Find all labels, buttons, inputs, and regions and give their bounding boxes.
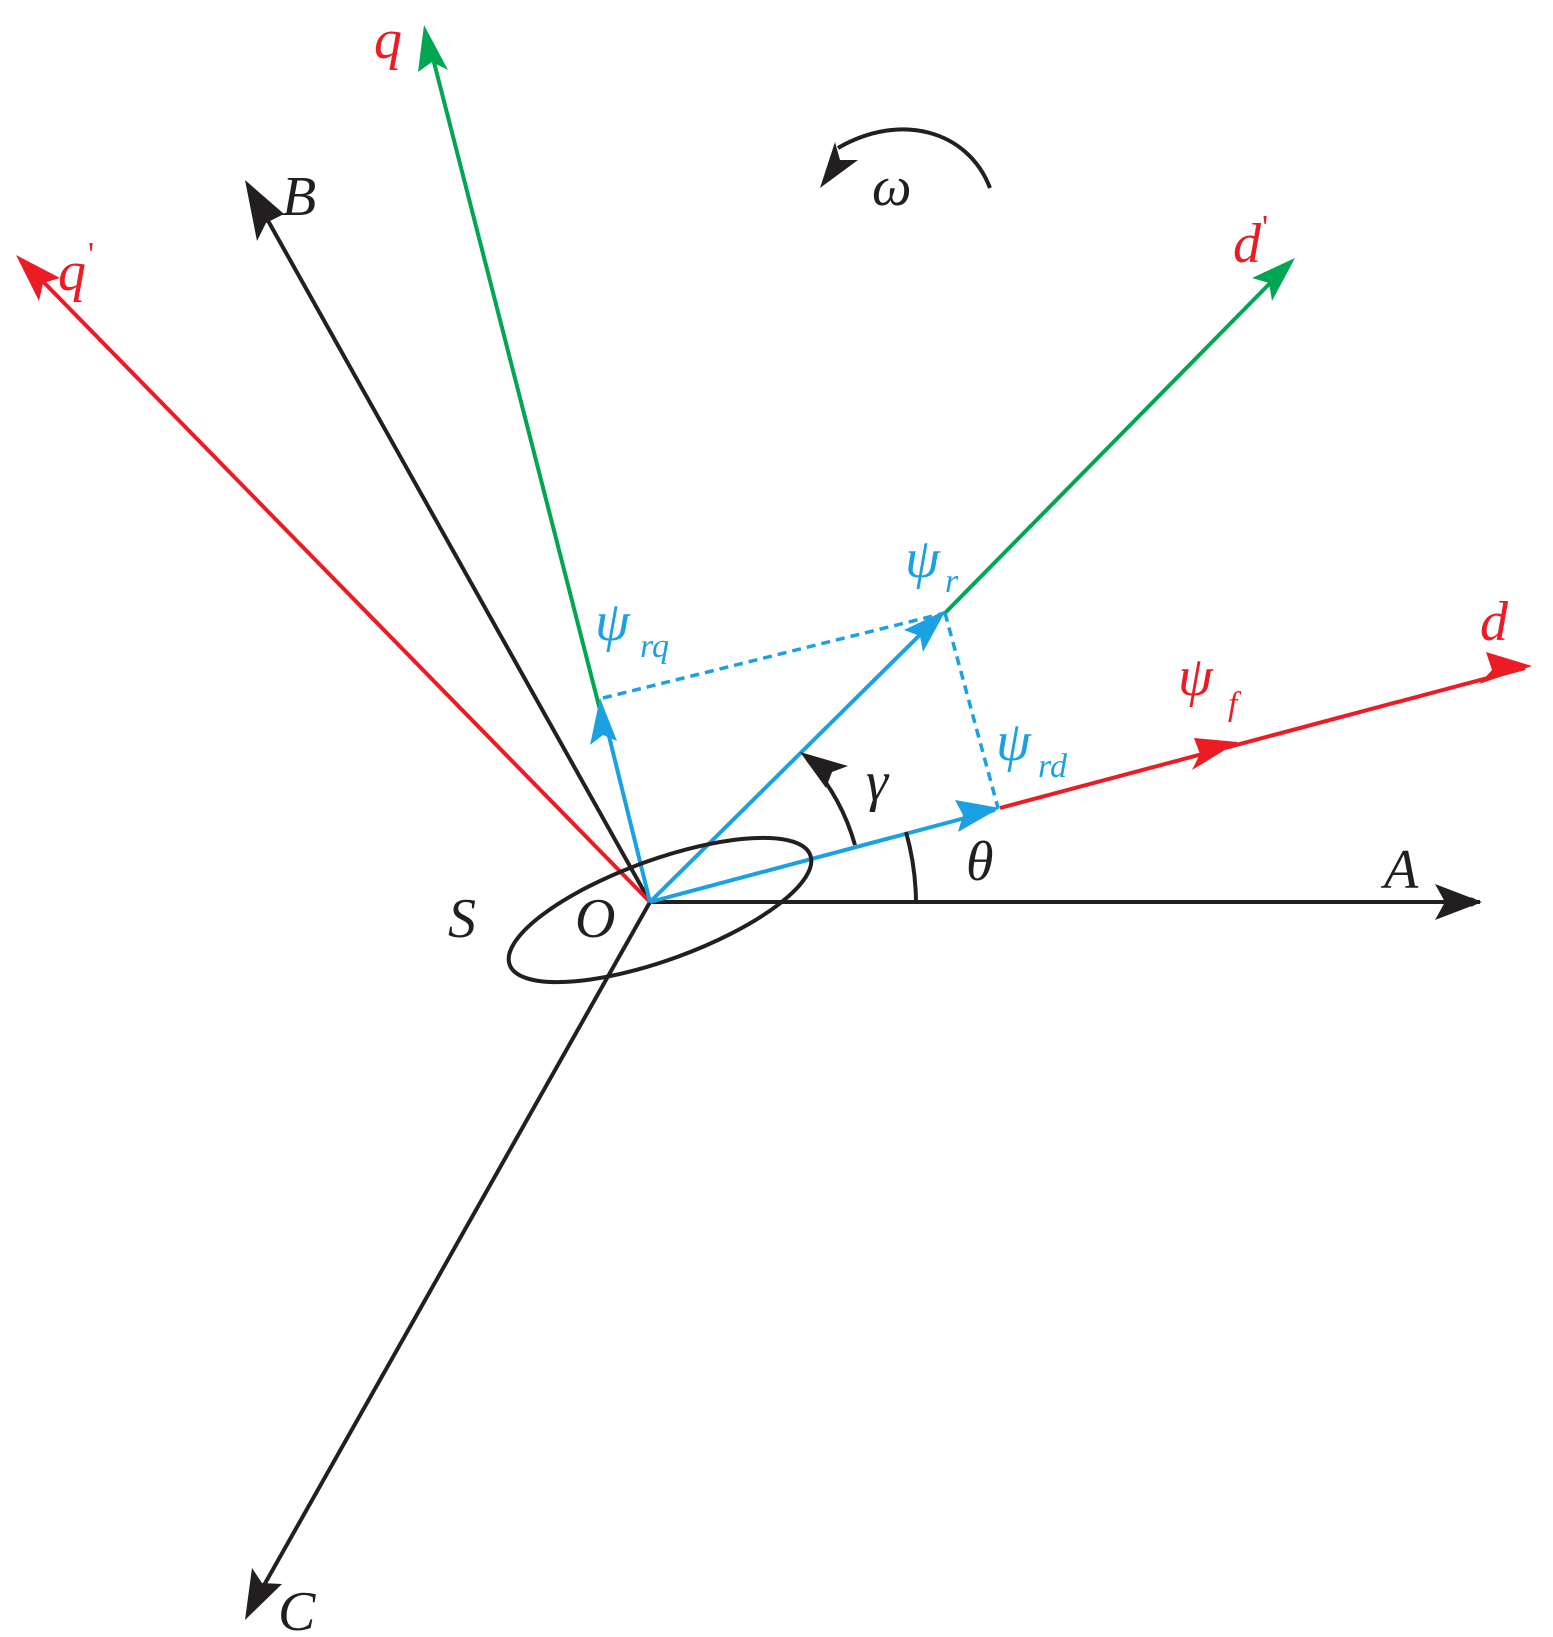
psi-rq-arrowhead [590, 698, 617, 745]
label-q-prime: q [58, 241, 86, 303]
label-q: q [374, 9, 402, 71]
psi-r-vector [648, 613, 942, 904]
label-d: d [1480, 591, 1509, 653]
label-omega: ω [872, 156, 912, 218]
axis-c-arrowhead [245, 1568, 282, 1620]
label-q-prime-mark: ' [88, 236, 94, 273]
omega-arrowhead [820, 142, 858, 188]
label-psi-r-sub: r [945, 563, 959, 600]
projection-q-dashed [602, 611, 946, 700]
label-psi-f-sub: f [1228, 686, 1242, 723]
gamma-arrowhead [800, 752, 848, 788]
psi-r-arrowhead [904, 610, 946, 652]
label-s: S [448, 888, 476, 950]
psi-rd-arrowhead [955, 800, 1000, 832]
label-psi-rd: ψ [996, 711, 1032, 773]
label-psi-rd-sub: rd [1038, 748, 1068, 785]
axis-d [999, 666, 1526, 810]
axis-d-prime-arrowhead [1252, 258, 1295, 301]
psi-f-arrowhead [1192, 738, 1238, 770]
axis-b-arrowhead [245, 180, 284, 241]
theta-arc [904, 831, 918, 903]
origin-ellipse [506, 835, 814, 985]
label-psi-f: ψ [1178, 646, 1214, 708]
axis-q-arrowhead [418, 25, 448, 72]
label-a: A [1380, 839, 1419, 901]
axis-q [425, 34, 602, 711]
axis-q-prime-arrowhead [16, 255, 60, 301]
axis-b [246, 184, 652, 903]
axis-d-arrowhead [1479, 652, 1532, 684]
projection-d-dashed [943, 612, 1000, 809]
label-b: B [282, 166, 316, 228]
label-d-prime-mark: ' [1262, 209, 1268, 246]
label-psi-rq: ψ [595, 591, 631, 653]
axis-c [248, 901, 652, 1611]
psi-rd-vector [649, 808, 996, 904]
label-gamma: γ [866, 751, 890, 813]
axis-d-prime [943, 266, 1287, 615]
axis-a-arrowhead [1435, 884, 1482, 920]
psi-rq-vector [601, 711, 652, 903]
label-theta: θ [966, 831, 994, 893]
axis-q-prime [20, 258, 652, 904]
label-d-prime: d [1233, 213, 1262, 275]
label-o: O [575, 888, 615, 950]
label-psi-rq-sub: rq [640, 628, 669, 665]
label-psi-r: ψ [905, 528, 941, 590]
label-c: C [278, 1581, 316, 1637]
omega-arc [836, 127, 992, 189]
